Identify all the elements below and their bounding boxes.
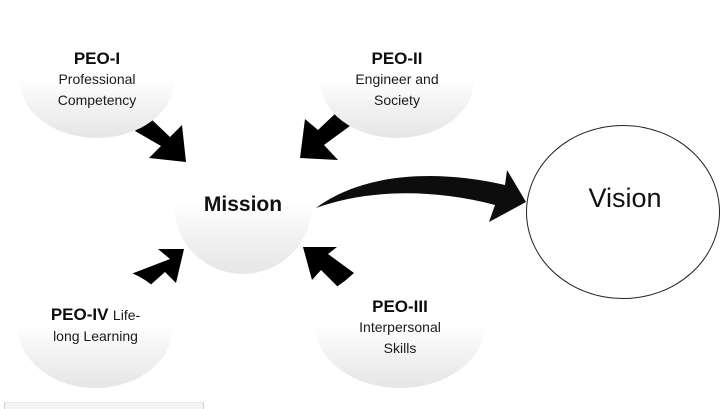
peo-2-bubble: PEO-II Engineer and Society <box>320 24 474 138</box>
arrow-mission-to-vision <box>316 170 526 222</box>
arrow-peo2-to-mission <box>300 111 354 160</box>
peo-4-subtitle-line-1: long Learning <box>53 328 138 344</box>
peo-3-subtitle-line-2: Skills <box>383 340 417 356</box>
mission-label: Mission <box>203 193 283 216</box>
arrow-peo3-to-mission <box>303 247 354 287</box>
arrow-peo1-to-mission <box>135 117 186 162</box>
arrow-peo4-to-mission <box>131 249 184 288</box>
peo-2-title: PEO-II <box>371 49 423 68</box>
peo-2-subtitle-line-2: Society <box>374 92 420 108</box>
peo-2-subtitle-line-1: Engineer and <box>355 71 439 87</box>
mission-bubble: Mission <box>174 136 312 274</box>
peo-1-subtitle-line-1: Professional <box>58 71 136 87</box>
peo-3-subtitle-line-1: Interpersonal <box>359 319 441 335</box>
peo-3-title: PEO-III <box>372 297 428 316</box>
vision-circle: Vision <box>526 125 720 299</box>
peo-1-subtitle-line-2: Competency <box>57 92 137 108</box>
peo-1-title: PEO-I <box>73 49 121 68</box>
peo-4-title: PEO-IV <box>50 305 109 324</box>
peo-1-bubble: PEO-I Professional Competency <box>20 24 174 138</box>
peo-3-bubble: PEO-III Interpersonal Skills <box>316 266 484 388</box>
peo-4-bubble: PEO-IV Life- long Learning <box>18 266 173 388</box>
vision-label: Vision <box>588 182 662 213</box>
bottom-edge-strip <box>4 402 204 409</box>
peo-4-inline-text: Life- <box>112 307 141 323</box>
